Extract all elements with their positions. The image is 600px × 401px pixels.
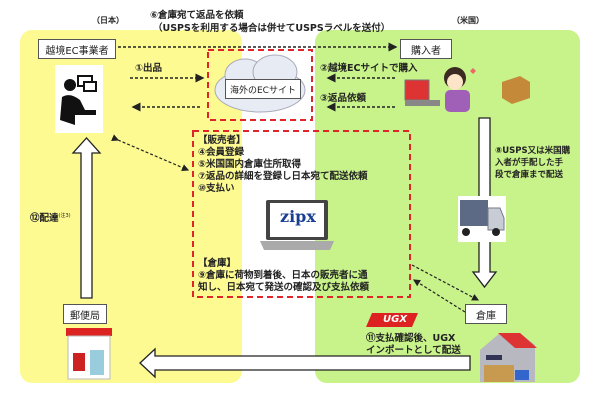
seller-step: ⑤米国国内倉庫住所取得 [198, 159, 302, 170]
step11-line: ⑪支払確認後、UGX [366, 333, 456, 344]
usa-region [315, 30, 580, 383]
ec-site-dashed-box [207, 49, 313, 121]
left-arrow-ugx [139, 347, 471, 379]
arrow-warehouse-zipx [412, 279, 466, 313]
zipx-seller-steps: 【販売者】 ④会員登録 ⑤米国国内倉庫住所取得 ⑦返品の詳細を登録し日本宛て配送… [198, 135, 368, 195]
seller-step: ⑦返品の詳細を登録し日本宛て配送依頼 [198, 171, 368, 182]
zipx-logo-text: zipx [280, 207, 316, 226]
zipx-dashed-box [192, 130, 411, 298]
step11-text: ⑪支払確認後、UGX インポートとして配送 [366, 333, 461, 357]
step8-line: 入者が手配した手 [495, 158, 564, 168]
step12-note: (注3) [58, 213, 71, 219]
warehouse-heading: 【倉庫】 [198, 258, 237, 269]
arrow-zipx-warehouse [411, 264, 480, 301]
seller-step: ④会員登録 [198, 147, 245, 158]
step12-label: ⑫配達(注3) [30, 210, 71, 225]
region-japan: （日本） [92, 16, 124, 25]
post-office-label: 郵便局 [63, 304, 107, 324]
up-arrow-delivery [71, 137, 102, 299]
step12-text: ⑫配達 [30, 213, 59, 225]
step8-line: 段で倉庫まで配送 [495, 170, 564, 180]
arrow-seller-zipx [111, 134, 190, 171]
ugx-logo [366, 313, 418, 327]
step6-line2: （USPSを利用する場合は併せてUSPSラベルを送付） [153, 23, 391, 34]
ec-site-label: 海外のECサイト [225, 79, 301, 99]
post-office-icon [66, 328, 112, 380]
seller-label: 越境EC事業者 [38, 39, 116, 59]
buyer-shopping-icon [404, 67, 530, 112]
warehouse-label: 倉庫 [465, 304, 507, 324]
step6-line1: ⑥倉庫宛て返品を依頼 [150, 10, 244, 21]
person-at-computer-icon [55, 65, 103, 133]
warehouse-step: 知し、日本宛て発送の確認及び支払依頼 [198, 282, 370, 293]
buyer-label: 購入者 [400, 39, 452, 59]
step8-line: ⑧USPS又は米国購 [495, 146, 571, 156]
warehouse-icon [480, 333, 537, 382]
truck-icon [458, 196, 506, 242]
step8-text: ⑧USPS又は米国購 入者が手配した手 段で倉庫まで配送 [495, 145, 570, 181]
step2-label: ②越境ECサイトで購入 [320, 63, 418, 74]
step11-line: インポートとして配送 [366, 345, 461, 356]
step3-label: ③返品依頼 [320, 93, 367, 104]
ugx-logo-text: UGX [383, 314, 408, 325]
seller-step: ⑩支払い [198, 183, 235, 194]
seller-heading: 【販売者】 [198, 135, 246, 146]
region-usa: （米国） [452, 16, 484, 25]
warehouse-step: ⑨倉庫に荷物到着後、日本の販売者に通 [198, 270, 368, 281]
step1-label: ①出品 [135, 63, 163, 74]
zipx-laptop-icon [260, 200, 334, 250]
zipx-warehouse-steps: 【倉庫】 ⑨倉庫に荷物到着後、日本の販売者に通 知し、日本宛て発送の確認及び支払… [198, 258, 369, 294]
